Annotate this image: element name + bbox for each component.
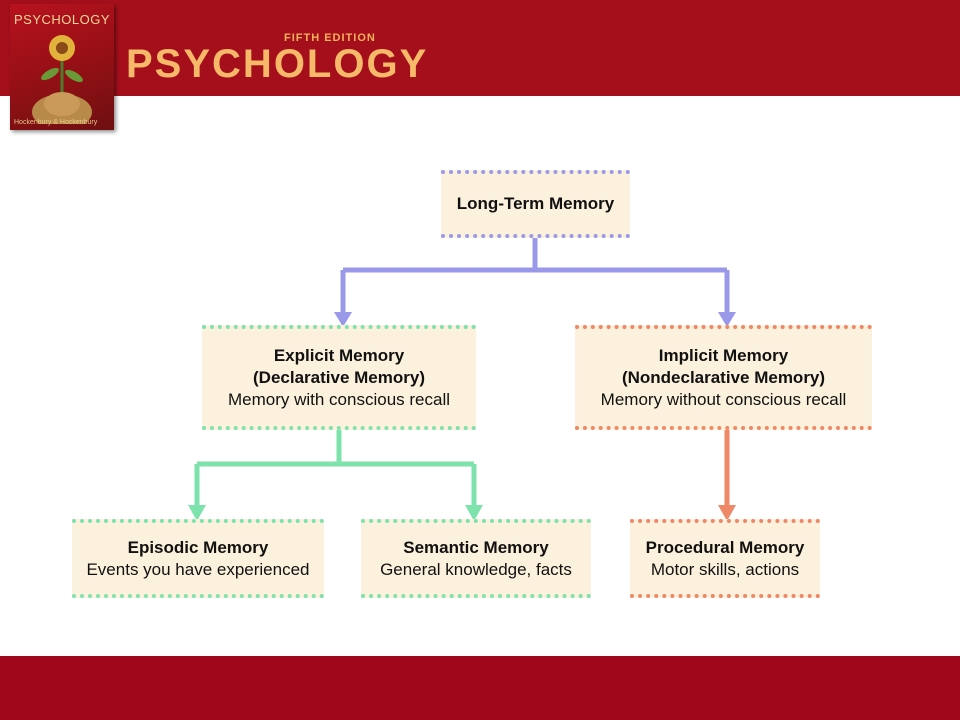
node-long-term-memory: Long-Term Memory [441, 170, 630, 238]
node-description: General knowledge, facts [380, 559, 572, 579]
node-title: Episodic Memory [127, 537, 269, 557]
arrow-to-explicit [334, 312, 352, 327]
header-bar [0, 0, 960, 96]
node-procedural-memory: Procedural Memory Motor skills, actions [630, 519, 820, 598]
node-episodic-memory: Episodic Memory Events you have experien… [72, 519, 324, 598]
arrow-to-episodic [188, 505, 206, 521]
node-subtitle: (Nondeclarative Memory) [621, 367, 826, 387]
brand-title: PSYCHOLOGY [126, 42, 429, 86]
node-implicit-memory: Implicit Memory (Nondeclarative Memory) … [575, 325, 872, 430]
root-connector [340, 238, 730, 318]
node-title: Semantic Memory [403, 537, 549, 557]
node-title: Long-Term Memory [456, 194, 615, 213]
node-title: Implicit Memory [658, 345, 789, 365]
node-subtitle: (Declarative Memory) [253, 367, 425, 387]
cover-title: PSYCHOLOGY [14, 12, 111, 27]
node-explicit-memory: Explicit Memory (Declarative Memory) Mem… [202, 325, 476, 430]
cover-authors: Hockenbury & Hockenbury [14, 119, 98, 126]
arrow-to-semantic [465, 505, 483, 521]
footer-bar [0, 656, 960, 720]
node-description: Events you have experienced [86, 559, 310, 579]
node-description: Memory with conscious recall [227, 389, 450, 409]
node-description: Memory without conscious recall [600, 389, 847, 409]
edition-label: FIFTH EDITION [284, 32, 376, 44]
book-cover: PSYCHOLOGY Hockenbury & Hockenbury [10, 4, 114, 130]
flower-head-illustration-icon [32, 35, 92, 124]
node-description: Motor skills, actions [650, 559, 800, 579]
node-title: Procedural Memory [645, 537, 805, 557]
node-semantic-memory: Semantic Memory General knowledge, facts [361, 519, 591, 598]
node-title: Explicit Memory [273, 345, 405, 365]
explicit-connector [194, 430, 477, 510]
arrow-to-implicit [718, 312, 736, 327]
arrow-to-procedural [718, 505, 736, 521]
